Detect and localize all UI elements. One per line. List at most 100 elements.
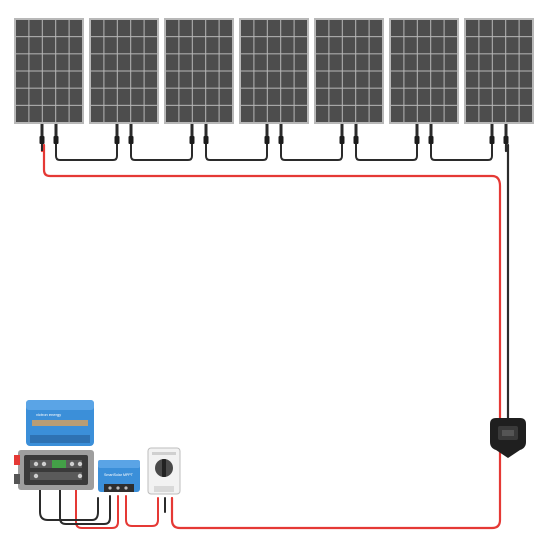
panel-cell [444,105,457,122]
panel-cell [329,88,342,105]
busbar-distributor[interactable] [14,450,94,490]
panel-cell [69,105,82,122]
panel-cell [42,71,56,88]
panel-cell [16,37,29,54]
mc4-lead [204,124,208,136]
mppt-terminal [108,486,112,490]
panel-cell [254,71,267,88]
panel-cell [316,88,329,105]
panel-cell [281,54,294,71]
mc4-lead [429,124,433,136]
panel-cell [179,54,192,71]
mc4-connector [489,136,495,144]
panel-cell [42,54,56,71]
panel-cell [192,105,206,122]
panel-cell [219,54,232,71]
panel-cell [479,71,492,88]
panel-cell [356,54,369,71]
panel-cell [342,37,356,54]
panel-cell [16,20,29,37]
panel-cell [166,105,179,122]
branch-combiner[interactable] [490,418,526,458]
negative-return-wire [180,455,505,534]
panel-cell [342,20,356,37]
solar-panel-5[interactable] [314,18,384,151]
panel-cell [329,20,342,37]
panel-cell [466,20,479,37]
panel-cell [166,20,179,37]
mc4-connector [353,136,359,144]
panel-cell [267,88,281,105]
panel-cell [391,105,404,122]
positive-main-wire [42,143,502,530]
panel-cell [431,37,444,54]
panel-cell [281,71,294,88]
panel-cell [117,71,131,88]
panel-cell [404,88,417,105]
panel-cell [267,20,281,37]
solar-panel-3[interactable] [164,18,234,151]
mc4-connector [414,136,420,144]
panel-cell [466,71,479,88]
panel-cell [56,71,69,88]
panel-cell [104,54,117,71]
panel-cell [16,88,29,105]
solar-panel-6[interactable] [389,18,459,151]
panel-cell [294,37,307,54]
panel-cell [506,20,519,37]
panel-cell [219,105,232,122]
panel-cell [342,105,356,122]
panel-cell [492,20,506,37]
panel-cell [506,54,519,71]
panel-cell [519,54,532,71]
panel-cell [281,37,294,54]
panel-cell [492,105,506,122]
panel-cell [131,71,144,88]
solar-panel-4[interactable] [239,18,309,151]
panel-cell [391,88,404,105]
panel-cell [417,54,431,71]
busbar-terminal [33,473,39,479]
panel-cell [69,88,82,105]
mc4-lead [40,124,44,136]
panel-cell [466,88,479,105]
panel-cell [144,20,157,37]
mppt-charge-controller[interactable]: SmartSolar MPPT [98,460,140,492]
busbar-loop-wire [39,487,99,521]
panel-cell [219,20,232,37]
dc-isolator-switch[interactable] [147,447,181,495]
panel-cell [267,105,281,122]
panel-cell [466,54,479,71]
solar-panel-7[interactable] [464,18,534,151]
panel-cell [166,54,179,71]
panel-cell [369,88,382,105]
panel-cell [131,88,144,105]
panel-cell [479,37,492,54]
panel-cell [356,20,369,37]
panel-cell [267,54,281,71]
panel-cell [417,20,431,37]
solar-panel-1[interactable] [14,18,84,151]
panel-cell [391,37,404,54]
panel-cell [29,20,42,37]
panel-cell [91,71,104,88]
mc4-lead [190,124,194,136]
mc4-connector [189,136,195,144]
panel-cell [166,37,179,54]
mppt-terminal [116,486,120,490]
mc4-lead [54,124,58,136]
panel-cell [506,105,519,122]
mc4-lead [279,124,283,136]
panel-cell [117,20,131,37]
panel-cell [56,105,69,122]
panel-cell [369,71,382,88]
panel-cell [192,71,206,88]
panel-cell [342,71,356,88]
panel-cell [431,105,444,122]
panel-cell [241,37,254,54]
panel-cell [417,88,431,105]
panel-cell [131,20,144,37]
solar-panel-2[interactable] [89,18,159,151]
panel-cell [192,54,206,71]
inverter-charger[interactable]: victron energy [26,400,94,446]
